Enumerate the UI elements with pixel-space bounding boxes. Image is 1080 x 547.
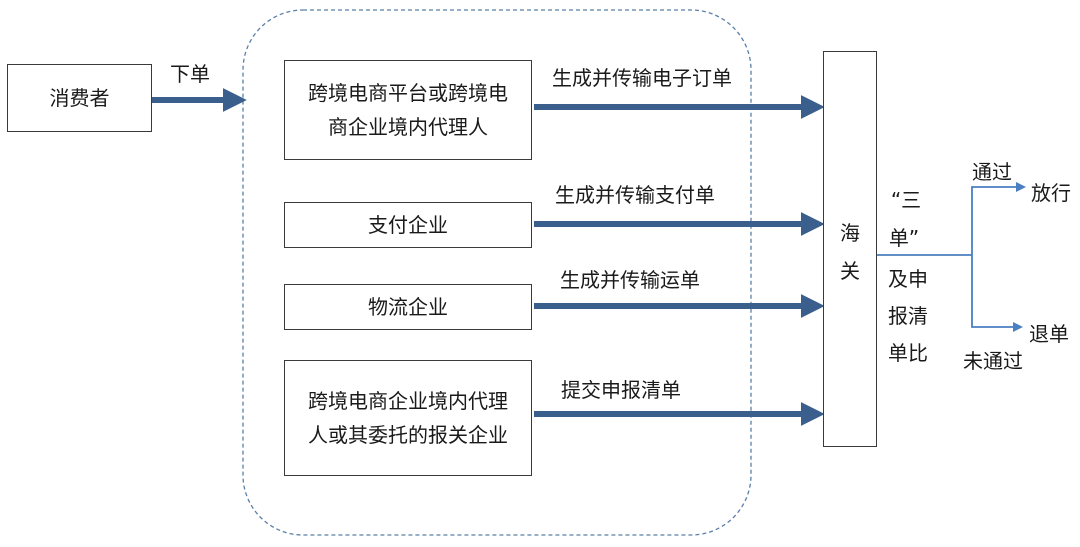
customs-box [823, 51, 877, 447]
comparison-line3: 及申 [888, 267, 928, 291]
logistics-label: 物流企业 [368, 295, 448, 319]
platform-label-line1: 跨境电商平台或跨境电 [308, 81, 508, 105]
consumer-box: 消费者 [7, 64, 152, 132]
consumer-label: 消费者 [49, 86, 110, 110]
waybill-transmit-label: 生成并传输运单 [560, 268, 700, 292]
declaration-submit-label: 提交申报清单 [561, 378, 681, 402]
fail-branch-arrow [971, 255, 1023, 332]
comparison-line1: “三 [890, 188, 922, 212]
platform-label-line2: 商企业境内代理人 [328, 115, 488, 139]
payment-box: 支付企业 [284, 202, 532, 248]
comparison-line5: 单比 [888, 341, 928, 365]
fail-result: 退单 [1029, 322, 1069, 346]
comparison-line4: 报清 [888, 304, 928, 328]
agent-label-line2: 人或其委托的报关企业 [308, 423, 508, 447]
comparison-line2: 单” [888, 226, 920, 250]
order-label: 下单 [170, 62, 210, 86]
pass-label: 通过 [972, 160, 1012, 184]
declaration-agent-box: 跨境电商企业境内代理 人或其委托的报关企业 [284, 360, 532, 476]
pass-branch-arrow [971, 182, 1026, 255]
customs-label-char2: 关 [840, 259, 860, 283]
logistics-box: 物流企业 [284, 284, 532, 330]
pass-result: 放行 [1031, 181, 1071, 205]
order-transmit-label: 生成并传输电子订单 [552, 66, 732, 90]
agent-label-line1: 跨境电商企业境内代理 [308, 389, 508, 413]
fail-label: 未通过 [963, 349, 1023, 373]
platform-box: 跨境电商平台或跨境电 商企业境内代理人 [284, 60, 532, 160]
customs-label-char1: 海 [840, 221, 860, 245]
payment-transmit-label: 生成并传输支付单 [555, 183, 715, 207]
payment-label: 支付企业 [368, 213, 448, 237]
